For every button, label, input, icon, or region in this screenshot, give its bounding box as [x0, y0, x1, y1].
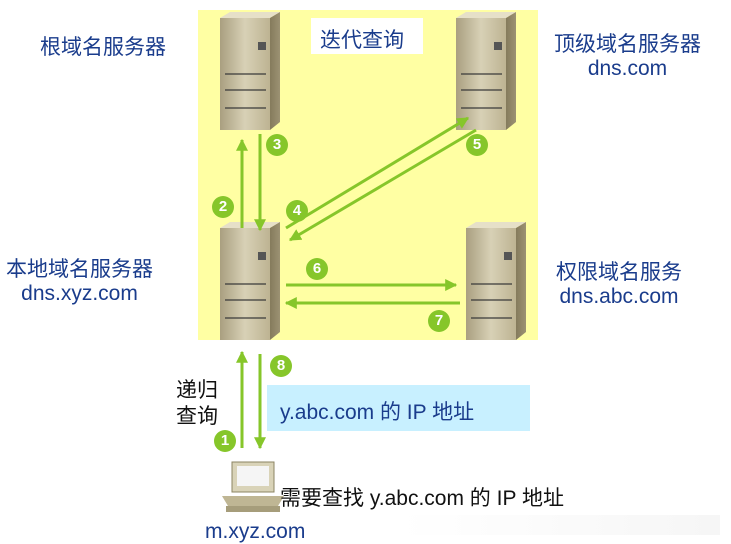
arrow-4 — [285, 116, 470, 230]
step-badge-7: 7 — [428, 310, 450, 332]
auth-server-label: 权限域名服务 dns.abc.com — [556, 261, 682, 309]
tld-server-host: dns.com — [587, 57, 668, 80]
watermark-fade — [400, 515, 720, 535]
client-host-label: m.xyz.com — [205, 520, 306, 543]
step-badge-8: 8 — [270, 355, 292, 377]
auth-server-name: 权限域名服务 — [556, 261, 682, 284]
step-badge-3: 3 — [266, 134, 288, 156]
recursive-query-label: 递归 查询 — [176, 378, 218, 430]
server-icon-auth — [466, 222, 526, 340]
server-icon-tld — [456, 12, 516, 130]
recursive-label-line1: 递归 — [176, 379, 218, 402]
title-box — [311, 18, 423, 54]
arrows — [236, 116, 477, 450]
step-badge-4: 4 — [286, 200, 308, 222]
root-server-name: 根域名服务器 — [40, 36, 166, 59]
title-label: 迭代查询 — [320, 29, 404, 52]
step-badge-1: 1 — [214, 430, 236, 452]
local-server-name: 本地域名服务器 — [6, 258, 153, 281]
local-server-host: dns.xyz.com — [21, 282, 138, 305]
server-icon-local — [220, 222, 280, 340]
root-server-label: 根域名服务器 — [40, 36, 166, 60]
computer-icon — [222, 461, 284, 512]
local-server-label: 本地域名服务器 dns.xyz.com — [6, 258, 153, 306]
recursive-label-line2: 查询 — [176, 405, 218, 428]
step-badge-5: 5 — [466, 134, 488, 156]
step-badge-2: 2 — [212, 196, 234, 218]
step-badge-6: 6 — [306, 258, 328, 280]
answer-box — [267, 385, 530, 431]
arrow-5 — [288, 128, 477, 242]
tld-server-label: 顶级域名服务器 dns.com — [554, 33, 701, 81]
tld-server-name: 顶级域名服务器 — [554, 33, 701, 56]
client-request-text: 需要查找 y.abc.com 的 IP 地址 — [280, 487, 564, 510]
answer-text: y.abc.com 的 IP 地址 — [280, 401, 475, 424]
auth-server-host: dns.abc.com — [559, 285, 679, 308]
server-icon-root — [220, 12, 280, 130]
